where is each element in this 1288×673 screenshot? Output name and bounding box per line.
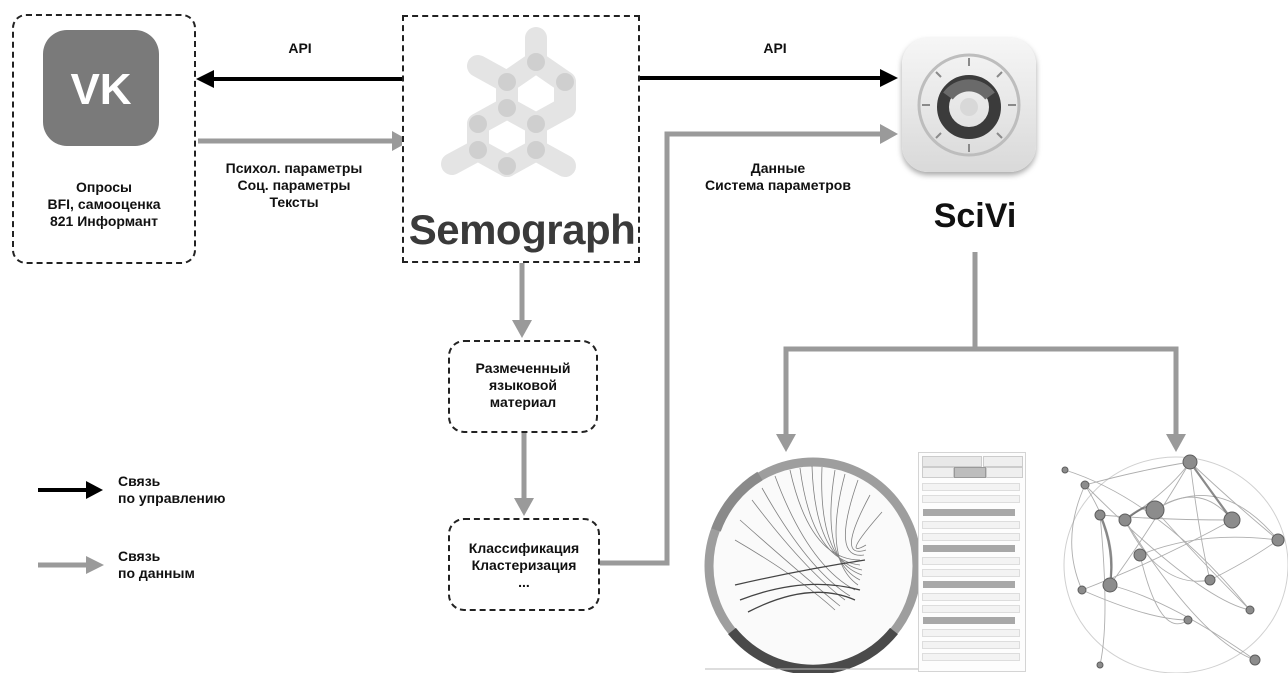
api-arrow-to-vk-head	[196, 70, 214, 88]
legend-data-arrow-head	[86, 556, 104, 574]
semograph-name: Semograph	[408, 206, 636, 253]
data-arrow-classification-to-scivi	[600, 131, 884, 566]
legend-control-label: Связь по управлению	[118, 473, 226, 506]
data-arrow-markup-down-head	[514, 498, 534, 516]
data-arrow-to-graph-viz-head	[1166, 434, 1186, 452]
classification-label: Классификация Кластеризация ...	[468, 540, 580, 590]
vk-logo-glyph: VK	[70, 65, 131, 114]
classification-node	[448, 518, 600, 611]
data-arrow-scivi-split-right	[975, 346, 1179, 436]
vk-to-semograph-label: Психол. параметры Соц. параметры Тексты	[225, 160, 363, 210]
settings-panel-screenshot	[918, 452, 1026, 672]
vk-logo-icon: VK	[43, 30, 159, 146]
scivi-logo-icon	[902, 38, 1036, 172]
legend-control-arrow-head	[86, 481, 103, 499]
data-arrow-classification-to-scivi-head	[880, 124, 898, 144]
scivi-name: SciVi	[933, 197, 1017, 235]
legend-data-label: Связь по данным	[118, 548, 195, 581]
api-label-left: API	[288, 40, 312, 56]
markup-material-label: Размеченный языковой материал	[475, 360, 571, 410]
to-scivi-data-label: Данные Система параметров	[705, 160, 851, 193]
data-arrow-vk-to-semograph-head	[392, 131, 410, 151]
api-arrow-to-scivi-head	[880, 69, 898, 87]
semograph-node	[402, 15, 640, 263]
data-arrow-to-circle-viz-head	[776, 434, 796, 452]
data-arrow-semograph-down-head	[512, 320, 532, 338]
vk-caption: Опросы BFI, самооценка 821 Информант	[47, 179, 161, 229]
api-label-right: API	[763, 40, 787, 56]
markup-material-node	[448, 340, 598, 433]
data-arrow-scivi-split	[783, 252, 978, 436]
